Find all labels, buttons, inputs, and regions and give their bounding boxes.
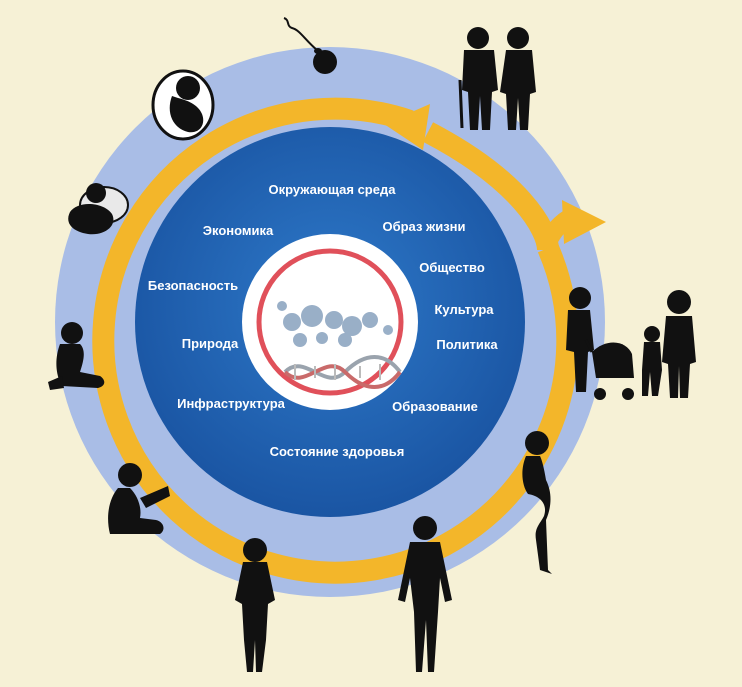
elderly-couple-icon <box>458 27 536 130</box>
family-with-stroller-icon <box>566 287 696 400</box>
pregnant-woman-icon <box>522 431 552 574</box>
arrowhead-right <box>562 200 606 244</box>
arrowhead-upper <box>384 104 430 150</box>
factor-nature: Природа <box>182 336 239 351</box>
factor-health-status: Состояние здоровья <box>270 444 405 459</box>
factor-economy: Экономика <box>203 223 274 238</box>
adult-man-icon <box>398 516 452 672</box>
factor-society: Общество <box>419 260 485 275</box>
infant-icon <box>68 183 129 235</box>
factor-politics: Политика <box>436 337 498 352</box>
reading-child-icon <box>108 463 170 534</box>
factor-education: Образование <box>392 399 478 414</box>
factor-environment: Окружающая среда <box>269 182 397 197</box>
teen-girl-icon <box>235 538 275 672</box>
fetus-icon <box>151 69 215 141</box>
factor-lifestyle: Образ жизни <box>382 219 465 234</box>
factor-culture: Культура <box>434 302 494 317</box>
factor-safety: Безопасность <box>148 278 238 293</box>
sperm-egg-icon <box>283 17 337 74</box>
factor-infrastructure: Инфраструктура <box>177 396 286 411</box>
dna-cell-icon <box>277 301 402 389</box>
toddler-icon <box>48 322 105 390</box>
